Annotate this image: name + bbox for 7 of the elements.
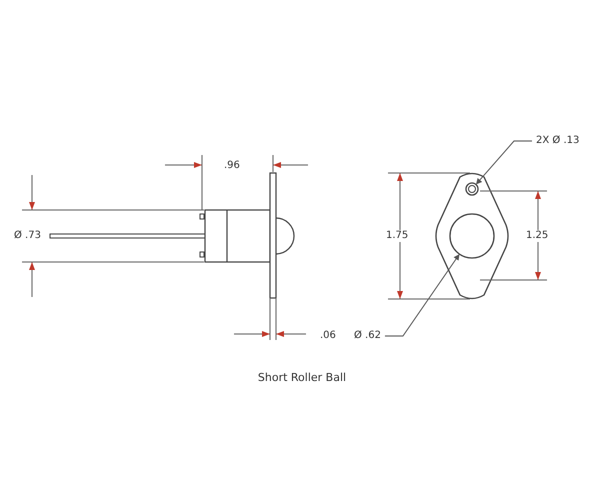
hole [465, 182, 479, 196]
caption: Short Roller Ball [256, 372, 348, 384]
dimension-value: 1.25 [524, 230, 550, 242]
hole [449, 213, 495, 259]
leader-line [476, 140, 532, 184]
leader-line [384, 254, 460, 336]
dimension-value: 1.75 [384, 230, 410, 242]
